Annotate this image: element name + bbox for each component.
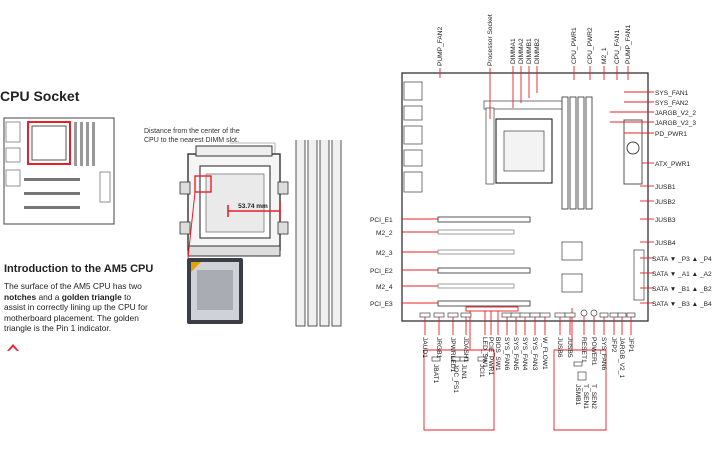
label-bottom: SYS_FAN6: [600, 337, 607, 371]
label-bottom: JUSB5: [566, 337, 573, 358]
label-right: SATA ▼ _B1 ▲ _B2: [652, 286, 712, 293]
label-bottom: PCIE_PWR1: [487, 337, 494, 375]
label-top: DIMMB2: [534, 38, 541, 64]
label-bottom: JFP1: [627, 337, 634, 353]
distance-value: 53.74 mm: [238, 203, 268, 210]
distance-note-line: CPU to the nearest DIMM slot.: [144, 137, 239, 144]
label-top: CPU_FAN1: [614, 30, 621, 64]
distance-note: Distance from the center of the CPU to t…: [144, 127, 240, 145]
label-top: PUMP_FAN1: [625, 24, 632, 64]
label-right: JARGB_V2_3: [655, 120, 696, 127]
golden-triangle-icon: [191, 262, 201, 272]
label-top: DIMMB1: [526, 38, 533, 64]
label-bottom: JRGB1: [435, 337, 442, 359]
label-box1: JCI1: [478, 364, 485, 378]
label-right: SYS_FAN1: [655, 90, 689, 97]
label-bottom: RESET1: [580, 337, 587, 363]
label-bottom: JUSB6: [556, 337, 563, 358]
label-bottom: LED_SW1: [481, 337, 488, 368]
intro-line: assist in correctly lining up the CPU fo…: [4, 302, 148, 313]
label-top: PUMP_FAN2: [437, 26, 444, 66]
label-bottom: JARGB_V2_1: [618, 337, 625, 378]
label-right: JUSB1: [655, 184, 676, 191]
board-diagram: PCI_E1 M2_2 M2_3 PCI_E2 M2_4 PCI_E3 SYS_…: [370, 14, 712, 431]
label-right: JARGB_V2_2: [655, 110, 696, 117]
label-box2: JSMB1: [574, 384, 581, 406]
label-bottom: SYS_FAN4: [521, 337, 528, 371]
label-bottom: SYS_FAN6: [503, 337, 510, 371]
label-bottom: W_FLOW1: [541, 337, 548, 370]
label-top: DIMMA1: [510, 38, 517, 64]
label-box2: T_SEN2: [590, 384, 597, 409]
label-top: M2_1: [601, 47, 608, 64]
label-m2-4: M2_4: [376, 284, 393, 291]
label-bottom: JFP2: [610, 337, 617, 353]
label-bottom: JDASH1: [462, 337, 469, 363]
intro-triangle: golden triangle: [61, 291, 122, 302]
intro-line: motherboard placement. The golden: [4, 312, 139, 323]
label-bottom: SYS_FAN5: [512, 337, 519, 371]
label-right: SATA ▼ _A1 ▲ _A2: [652, 271, 712, 278]
label-right: SATA ▼ _B3 ▲ _B4: [652, 301, 712, 308]
label-pci-e3: PCI_E3: [370, 301, 393, 308]
label-right: JUSB3: [655, 217, 676, 224]
label-right: SATA ▼ _P3 ▲ _P4: [652, 256, 712, 263]
label-pci-e1: PCI_E1: [370, 217, 393, 224]
intro-paragraph: The surface of the AM5 CPU has two notch…: [4, 281, 174, 334]
label-bottom: POWER1: [590, 337, 597, 366]
msi-dragon-logo-icon: [7, 344, 19, 351]
label-right: SYS_FAN2: [655, 100, 689, 107]
intro-line: The surface of the AM5 CPU has two: [4, 281, 142, 291]
label-pci-e2: PCI_E2: [370, 268, 393, 275]
distance-note-line: Distance from the center of the: [144, 128, 240, 135]
intro-and: and a: [36, 291, 62, 302]
label-top: CPU_PWR1: [571, 27, 578, 64]
motherboard-thumbnail: [3, 117, 115, 225]
section-title: CPU Socket: [0, 88, 80, 104]
socket-diagram: 53.74 mm: [179, 140, 342, 327]
label-box1: JBAT1: [432, 364, 439, 384]
label-bottom: JPWRLED1: [449, 337, 456, 373]
label-top: DIMMA2: [518, 38, 525, 64]
label-right: JUSB4: [655, 240, 676, 247]
label-top: Processor Socket: [487, 14, 494, 66]
label-box1: JLN1: [460, 364, 467, 380]
label-top: CPU_PWR2: [587, 27, 594, 64]
intro-line: triangle is the Pin 1 indicator.: [4, 323, 112, 334]
intro-notches: notches: [4, 291, 37, 302]
intro-heading: Introduction to the AM5 CPU: [4, 263, 154, 275]
label-box2: T_SEN1: [582, 384, 589, 409]
label-bottom: SYS_FAN3: [531, 337, 538, 371]
label-m2-3: M2_3: [376, 250, 393, 257]
am5-cpu-chip: [187, 258, 243, 324]
label-bottom: JAUD1: [421, 337, 428, 358]
label-m2-2: M2_2: [376, 230, 393, 237]
intro-to: to: [121, 291, 132, 302]
label-right: PD_PWR1: [655, 131, 687, 138]
label-right: ATX_PWR1: [655, 161, 690, 168]
label-bottom: BIOS_SW1: [494, 337, 501, 371]
label-right: JUSB2: [655, 199, 676, 206]
label-box1: JOC_FS1: [452, 364, 459, 393]
